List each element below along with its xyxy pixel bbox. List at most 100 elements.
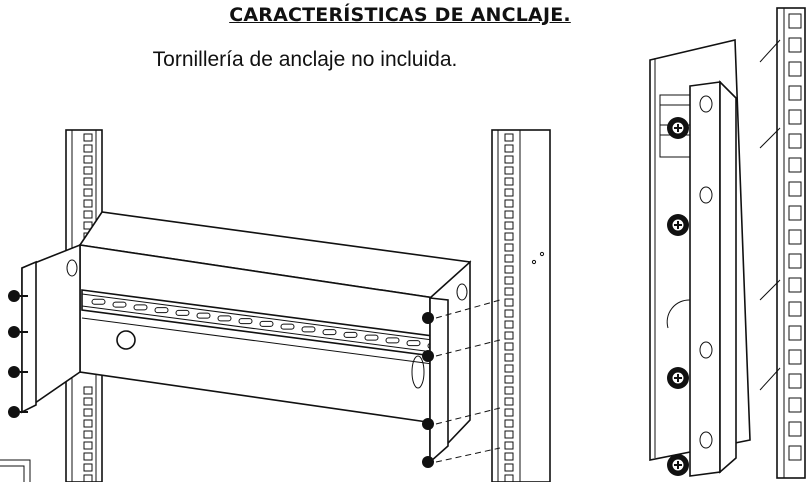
rail-hole (504, 276, 514, 285)
rail-hole (83, 199, 93, 208)
screw-icon (8, 326, 28, 338)
screw-icon (422, 407, 501, 430)
rail-hole (504, 463, 514, 472)
rail-hole (504, 320, 514, 329)
rail-hole (504, 199, 514, 208)
rail-hole (504, 166, 514, 175)
rail-hole (788, 133, 802, 149)
rail-hole (504, 298, 514, 307)
screw-icon (667, 367, 689, 389)
rail-hole (83, 177, 93, 186)
rail-hole (504, 430, 514, 439)
rail-hole (504, 408, 514, 417)
rail-hole (788, 37, 802, 53)
screw-icon (422, 447, 501, 468)
din-slot (280, 323, 295, 330)
din-slot (322, 329, 337, 336)
rail-hole (504, 419, 514, 428)
rail-hole (788, 445, 802, 461)
din-slot (259, 320, 274, 327)
rail-hole (504, 232, 514, 241)
din-slot (406, 340, 421, 347)
rail-hole (504, 188, 514, 197)
screw-icon (667, 214, 689, 236)
rail-hole (504, 221, 514, 230)
din-slot (175, 309, 190, 316)
page-title: CARACTERÍSTICAS DE ANCLAJE. (229, 4, 571, 26)
rail-hole (788, 373, 802, 389)
rail-hole (788, 421, 802, 437)
rail-hole (788, 301, 802, 317)
tray-body (78, 211, 472, 426)
screw-icon (422, 339, 501, 362)
screw-icon (8, 366, 28, 378)
rail-hole (504, 441, 514, 450)
rail-hole (83, 452, 93, 461)
rail-hole (788, 61, 802, 77)
din-slot (112, 301, 127, 308)
rail-hole (83, 144, 93, 153)
corner-mark-inner (0, 465, 25, 482)
din-slot (196, 312, 211, 319)
rail-hole (788, 181, 802, 197)
rail-hole (504, 265, 514, 274)
right-mounting-ear (411, 260, 471, 464)
din-slot (343, 331, 358, 338)
rail-hole (83, 188, 93, 197)
screw-icon (8, 290, 28, 302)
rail-hole (504, 254, 514, 263)
rail-hole (83, 166, 93, 175)
rail-hole (504, 144, 514, 153)
rail-hole (788, 157, 802, 173)
rail-hole (83, 133, 93, 142)
rail-hole (788, 109, 802, 125)
rail-hole (83, 463, 93, 472)
right-rack-rail (491, 129, 551, 482)
rail-hole (788, 229, 802, 245)
right-ear-screws (422, 299, 501, 468)
rail-hole (504, 287, 514, 296)
rail-hole (504, 331, 514, 340)
rail-hole (788, 397, 802, 413)
mounting-ear-detail (649, 7, 806, 479)
rail-hole (83, 397, 93, 406)
rail-hole (83, 441, 93, 450)
din-slot (217, 315, 232, 322)
rail-hole (504, 386, 514, 395)
rail-hole (504, 474, 514, 482)
left-ear-screws (8, 290, 28, 418)
screw-icon (8, 406, 28, 418)
din-slot (385, 337, 400, 344)
rail-hole (83, 210, 93, 219)
din-slot (301, 326, 316, 333)
rail-hole (504, 210, 514, 219)
rail-hole (83, 474, 93, 482)
screw-icon (667, 454, 689, 476)
rail-hole (504, 364, 514, 373)
din-slot (91, 298, 106, 305)
left-mounting-ear (21, 243, 81, 414)
rail-hole (788, 13, 802, 29)
rail-hole (504, 133, 514, 142)
rail-hole (788, 253, 802, 269)
rail-hole (788, 85, 802, 101)
rail-hole (83, 155, 93, 164)
din-slot (238, 318, 253, 325)
rail-hole (83, 221, 93, 230)
rail-hole (788, 325, 802, 341)
rail-hole (504, 155, 514, 164)
rail-hole (504, 397, 514, 406)
rail-hole (504, 342, 514, 351)
screw-icon (667, 117, 689, 139)
rail-hole (504, 353, 514, 362)
rail-hole (83, 419, 93, 428)
rail-hole (83, 430, 93, 439)
rail-hole (788, 277, 802, 293)
din-slot (133, 304, 148, 311)
rail-hole (504, 243, 514, 252)
rail-hole (504, 309, 514, 318)
din-slot (364, 334, 379, 341)
rail-hole (788, 349, 802, 365)
rail-hole (83, 386, 93, 395)
